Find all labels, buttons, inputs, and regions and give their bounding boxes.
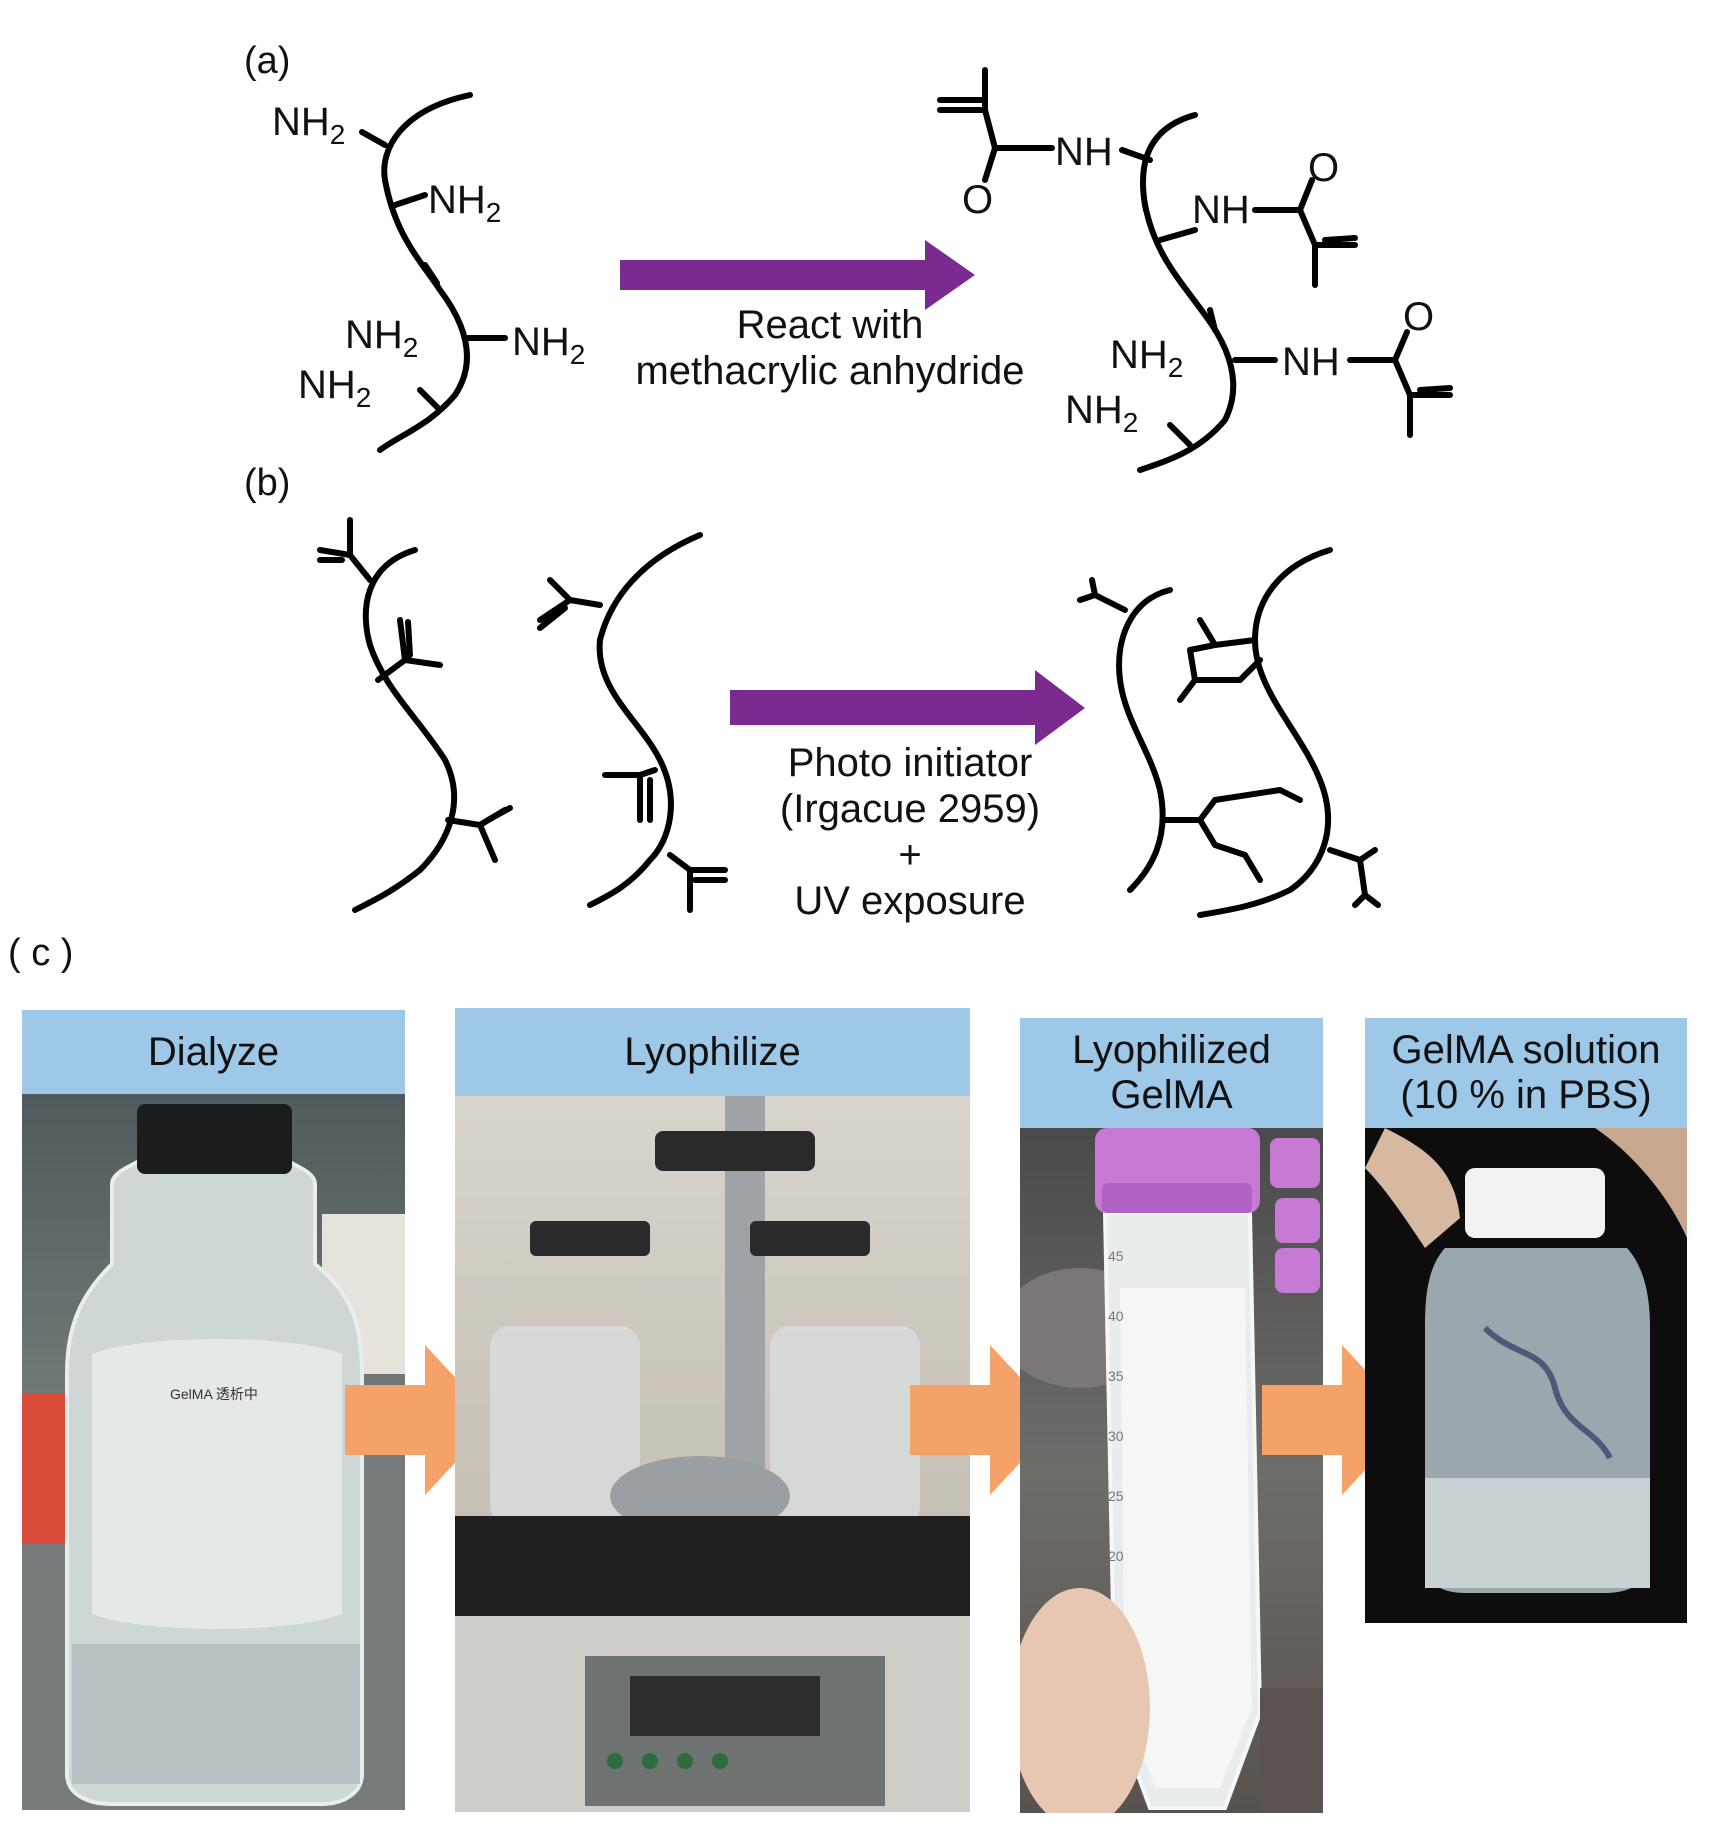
step-header: Lyophilized GelMA	[1020, 1018, 1323, 1128]
graduation-mark: 45	[1108, 1248, 1124, 1264]
amine-label: NH2	[1065, 388, 1139, 438]
bond	[422, 262, 440, 286]
panel-label-b: (b)	[244, 462, 291, 504]
reaction-arrow-a	[620, 240, 975, 310]
caption-line: React with	[736, 303, 924, 347]
amine-label: NH2	[1110, 333, 1184, 383]
crosslinked-chain-2	[1197, 547, 1333, 918]
carbonyl-oxygen: O	[1308, 146, 1340, 190]
solution-photo	[1365, 1128, 1687, 1623]
dialyze-photo: GelMA 透析中	[22, 1094, 405, 1810]
carbonyl-oxygen: O	[1403, 295, 1435, 339]
step-lyophilize: Lyophilize	[455, 1008, 970, 1812]
lyophilize-photo	[455, 1096, 970, 1812]
caption-line: (Irgacue 2959)	[779, 787, 1041, 831]
amine-label: NH2	[512, 320, 586, 370]
graduation-mark: 35	[1108, 1368, 1124, 1384]
step-header: GelMA solution (10 % in PBS)	[1365, 1018, 1687, 1128]
graduation-mark: 30	[1108, 1428, 1124, 1444]
amine-label: NH2	[345, 313, 419, 363]
reaction-caption-a: React with methacrylic anhydride	[600, 302, 1060, 394]
amine-label: NH2	[272, 100, 346, 150]
graduation-mark: 25	[1108, 1488, 1124, 1504]
step-gelma-solution: GelMA solution (10 % in PBS)	[1365, 1018, 1687, 1623]
step-dialyze: Dialyze GelMA 透析中	[22, 1010, 405, 1810]
bond	[417, 387, 443, 413]
reaction-arrow-b	[730, 670, 1085, 745]
bond	[359, 129, 388, 148]
panel-label-c: ( c )	[8, 932, 74, 974]
panel-label-a: (a)	[244, 40, 291, 82]
caption-line: Photo initiator	[787, 741, 1033, 785]
tube-graduations: 45 40 35 30 25 20	[1108, 1248, 1124, 1564]
gelma-chain-1	[352, 547, 458, 913]
amide-label: NH	[1192, 188, 1250, 232]
gelma-chain-2	[587, 532, 703, 908]
reaction-caption-b: Photo initiator (Irgacue 2959) + UV expo…	[730, 740, 1090, 924]
lyophilized-photo: 45 40 35 30 25 20	[1020, 1128, 1323, 1813]
step-header: Dialyze	[22, 1010, 405, 1094]
carbonyl-oxygen: O	[962, 178, 994, 222]
amine-label: NH2	[298, 363, 372, 413]
caption-line: +	[898, 833, 922, 877]
amide-label: NH	[1055, 130, 1113, 174]
caption-line: UV exposure	[794, 879, 1026, 923]
step-header: Lyophilize	[455, 1008, 970, 1096]
amide-label: NH	[1282, 340, 1340, 384]
gelma-backbone	[1137, 112, 1237, 473]
reaction-scheme	[317, 67, 1453, 918]
amine-label: NH2	[428, 178, 502, 228]
bottle-label: GelMA 透析中	[170, 1386, 258, 1402]
step-lyophilized-gelma: Lyophilized GelMA 45 40 35 30 25 20	[1020, 1018, 1323, 1813]
crosslinked-chain-1	[1116, 587, 1173, 893]
caption-line: methacrylic anhydride	[635, 349, 1025, 393]
graduation-mark: 20	[1108, 1548, 1124, 1564]
bond	[392, 192, 428, 208]
graduation-mark: 40	[1108, 1308, 1124, 1324]
